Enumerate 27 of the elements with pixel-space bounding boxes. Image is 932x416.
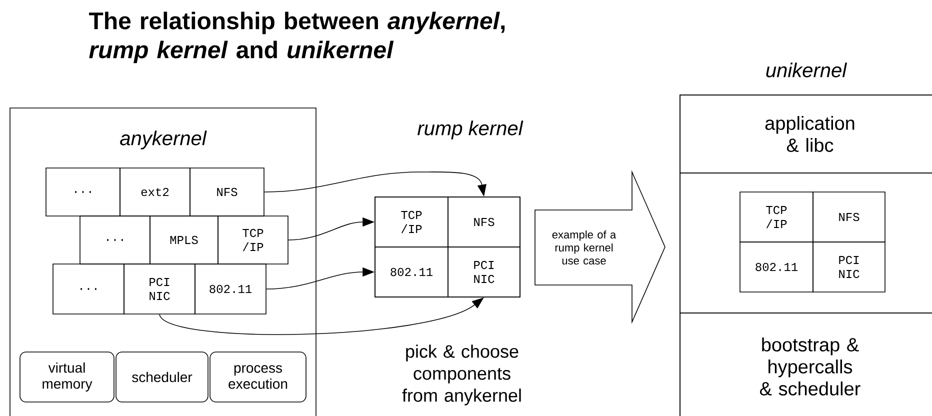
component-cell: NFS: [448, 196, 520, 248]
component-cell: ext2: [120, 168, 190, 216]
component-cell: PCI NIC: [124, 264, 196, 314]
component-cell: ...: [52, 264, 124, 314]
component-cell: TCP /IP: [740, 192, 814, 242]
component-cell: PCI NIC: [812, 242, 886, 292]
component-cell: NFS: [812, 192, 886, 242]
layer-section: application & libc: [680, 94, 932, 174]
component-cell: NFS: [190, 168, 264, 216]
layer-section: [680, 172, 932, 314]
component-cell: TCP /IP: [374, 196, 448, 248]
node-label: unikernel: [766, 62, 848, 78]
component-cell: 802.11: [374, 246, 448, 298]
component-cell: TCP /IP: [218, 216, 288, 264]
subsystem-box: process execution: [210, 352, 306, 402]
component-cell: 802.11: [740, 242, 814, 292]
component-cell: ...: [80, 216, 150, 264]
component-cell: PCI NIC: [448, 246, 520, 298]
layer-section: bootstrap & hypercalls & scheduler: [680, 312, 932, 416]
subsystem-box: scheduler: [116, 352, 208, 402]
component-cell: MPLS: [150, 216, 218, 264]
component-cell: 802.11: [194, 264, 266, 314]
subsystem-box: virtual memory: [20, 352, 114, 402]
component-cell: ...: [46, 168, 120, 216]
caption-text: pick & choose components from anykernel: [402, 344, 521, 406]
title: The relationship between anykernel, rump kernel and unikernel: [89, 12, 505, 64]
node-label: rump kernel: [418, 120, 524, 140]
